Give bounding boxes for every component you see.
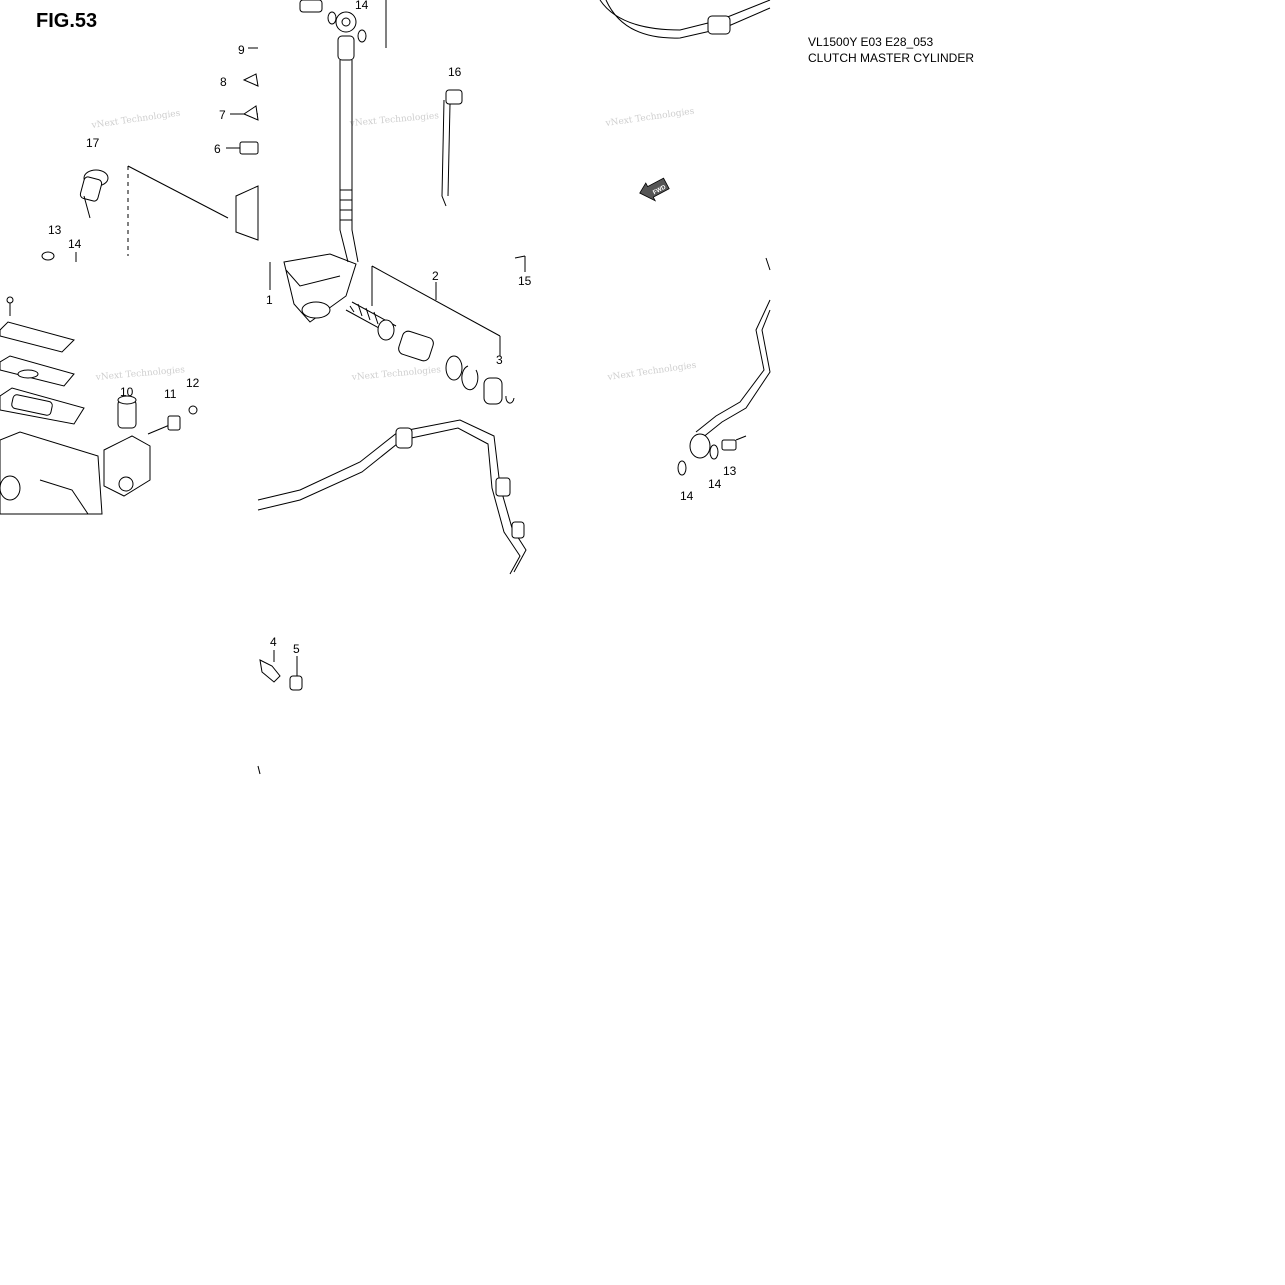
callout-2: 2 (432, 269, 439, 283)
master-cylinder-body (283, 253, 357, 323)
callout-4: 4 (270, 635, 277, 649)
part-16 (441, 89, 463, 207)
callout-16: 16 (448, 65, 462, 79)
leader-lines (127, 0, 526, 356)
bracket-mark (257, 765, 261, 775)
part-17 (79, 169, 109, 219)
callout-6: 6 (214, 142, 221, 156)
watermark: vNext Technologies (604, 107, 695, 130)
callout-10: 10 (120, 385, 134, 399)
watermark: vNext Technologies (350, 365, 441, 383)
callout-8: 8 (220, 75, 227, 89)
fwd-arrow-icon: FWD (639, 177, 670, 202)
callout-14: 14 (68, 237, 82, 251)
callout-11: 11 (164, 387, 177, 401)
model-code: VL1500Y E03 E28_053 (808, 35, 934, 49)
clamp-and-bolt (103, 395, 198, 497)
clutch-hose-route (257, 419, 527, 575)
hose-vertical (299, 0, 367, 263)
callout-3: 3 (496, 353, 503, 367)
callout-15: 15 (518, 274, 532, 288)
callout-13: 13 (723, 464, 737, 478)
callout-5: 5 (293, 642, 300, 656)
figure-name: CLUTCH MASTER CYLINDER (808, 51, 975, 64)
callout-14: 14 (355, 0, 369, 12)
reservoir-parts (0, 296, 103, 515)
model-header: VL1500Y E03 E28_053 CLUTCH MASTER CYLIND… (808, 34, 974, 64)
callout-1: 1 (266, 293, 273, 307)
watermark: vNext Technologies (606, 361, 697, 384)
watermark: vNext Technologies (348, 111, 439, 129)
callout-14: 14 (708, 477, 722, 491)
callout-17: 17 (86, 136, 100, 150)
callout-7: 7 (219, 108, 226, 122)
callout-9: 9 (238, 43, 245, 57)
watermark: vNext Technologies (94, 365, 185, 383)
bleeder-parts (259, 650, 303, 691)
right-pipe (599, 0, 771, 476)
callout-13: 13 (48, 223, 62, 237)
callout-12: 12 (186, 376, 200, 390)
watermark: vNext Technologies (90, 109, 181, 132)
callout-14: 14 (680, 489, 694, 503)
callout-labels: 1 2 3 4 5 6 7 8 9 10 11 12 13 13 14 14 1… (48, 0, 737, 656)
watermarks: vNext Technologies vNext Technologies vN… (90, 107, 697, 384)
seals-6-7-8 (235, 73, 259, 241)
figure-title: FIG.53 (36, 10, 98, 32)
left-edge-part (41, 251, 77, 262)
piston-assembly (345, 301, 515, 405)
